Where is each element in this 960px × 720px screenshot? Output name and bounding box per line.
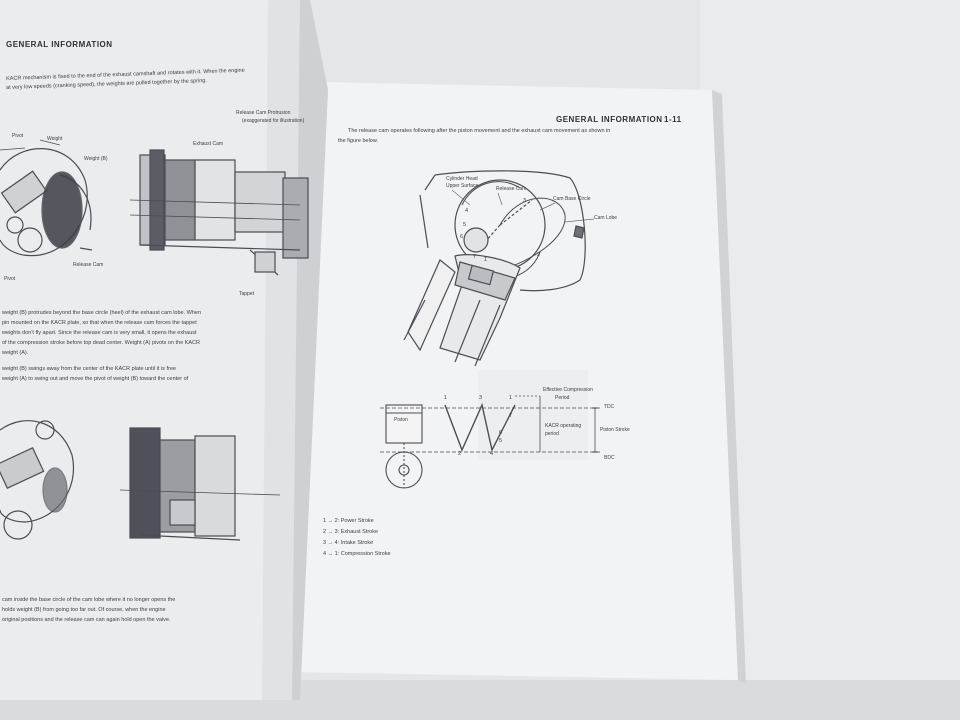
chart-label-piston: Piston (394, 417, 408, 423)
legend-compression-stroke: 4 → 1: Compression Stroke (323, 551, 391, 557)
cam-section-figure-bottom (119, 427, 281, 541)
chart-label-kacr-operating: KACR operating (545, 423, 582, 429)
chart-number-top-1: 1 (444, 395, 448, 401)
background-right (700, 0, 960, 720)
right-intro-line-1: The release cam operates following after… (348, 128, 611, 134)
left-middle-line-4: of the compression stroke before top dea… (2, 340, 201, 346)
left-middle-line-3: weights don't fly apart. Since the relea… (2, 330, 197, 336)
diagram-label-cam-base-circle: Cam Base Circle (553, 196, 591, 202)
label-pivot-2: Pivot (4, 276, 16, 282)
exhaust-cam-figure (129, 149, 309, 276)
bleed-through (478, 370, 588, 460)
chart-number-side-5: 5 (499, 438, 503, 444)
chart-label-effective-compression: Effective Compression (543, 387, 593, 393)
diagram-number-2: 2 (537, 252, 541, 258)
diagram-number-6: 6 (460, 234, 464, 240)
label-exaggerated: (exaggerated for illustration) (242, 118, 305, 124)
label-tappet: Tappet (239, 291, 255, 297)
chart-number-top-3: 3 (479, 395, 483, 401)
label-pivot: Pivot (12, 133, 24, 139)
chart-label-period: Period (555, 395, 570, 401)
left-middle-line-1: weight (B) protrudes beyond the base cir… (2, 310, 202, 316)
kacr-plate-figure-bottom (0, 420, 74, 540)
right-intro-line-2: the figure below. (338, 138, 379, 144)
label-release-cam-protrusion: Release Cam Protrusion (236, 110, 291, 116)
diagram-number-4: 4 (465, 208, 469, 214)
chart-number-bottom-2: 2 (458, 451, 462, 457)
legend-intake-stroke: 3 → 4: Intake Stroke (323, 540, 374, 546)
right-page-header: GENERAL INFORMATION (556, 115, 663, 124)
kacr-plate-figure-top (0, 139, 93, 257)
diagram-number-5: 5 (463, 222, 467, 228)
diagram-label-cylinder-head: Cylinder Head (446, 176, 478, 182)
left-middle-line-7: weight (A) to swing out and move the piv… (2, 376, 189, 382)
left-page-header: GENERAL INFORMATION (6, 40, 113, 49)
chart-label-bdc: BDC (604, 455, 615, 461)
chart-label-tdc: TDC (604, 404, 615, 410)
diagram-leaders (451, 189, 595, 223)
label-release-cam: Release Cam (73, 262, 104, 268)
left-bottom-line-1: cam inside the base circle of the cam lo… (2, 597, 176, 603)
diagram-number-7: 7 (473, 254, 477, 260)
label-weight: Weight (47, 136, 63, 142)
right-page-number: 1-11 (664, 115, 682, 124)
left-bottom-line-2: holds weight (B) from going too far out.… (2, 607, 166, 613)
spine-edge (292, 0, 328, 700)
chart-label-piston-stroke: Piston Stroke (600, 427, 630, 433)
chart-number-side-7: 7 (509, 413, 513, 419)
label-exhaust-cam: Exhaust Cam (193, 141, 224, 147)
left-middle-line-6: weight (B) swings away from the center o… (2, 366, 176, 372)
left-middle-line-5: weight (A). (2, 350, 29, 356)
right-page-edge (712, 90, 746, 684)
chart-number-side-6: 6 (499, 430, 503, 436)
diagram-label-release-cam: Release Cam (496, 186, 527, 192)
chart-number-top-1b: 1 (509, 395, 513, 401)
diagram-label-cam-lobe: Cam Lobe (594, 215, 618, 221)
chart-number-bottom-4: 4 (490, 451, 494, 457)
chart-label-kacr-period: period (545, 431, 559, 437)
left-bottom-line-3: original positions and the release cam c… (2, 617, 171, 623)
stroke-chart (380, 395, 600, 489)
diagram-number-3: 3 (523, 198, 527, 204)
cylinder-head-diagram (403, 170, 586, 367)
legend-exhaust-stroke: 2 → 3: Exhaust Stroke (323, 529, 379, 535)
diagram-number-1: 1 (484, 257, 488, 263)
label-weight-b: Weight (B) (84, 156, 108, 162)
left-middle-line-2: pin mounted on the KACR plate, so that w… (2, 320, 197, 326)
legend-power-stroke: 1 → 2: Power Stroke (323, 518, 374, 524)
diagram-label-upper-surface: Upper Surface (446, 183, 479, 189)
